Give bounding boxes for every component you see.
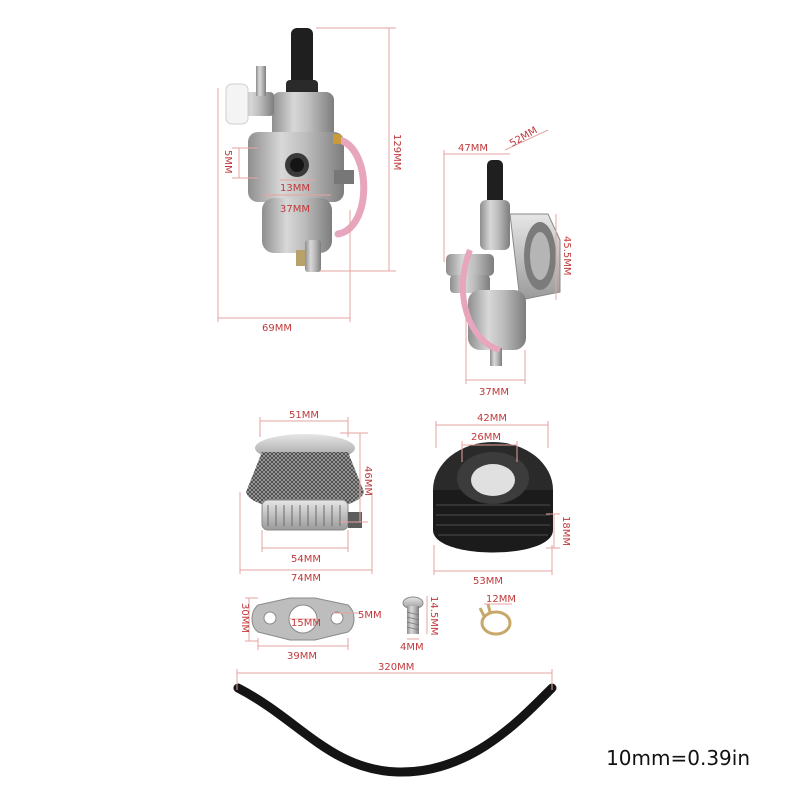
label-carb-side-47: 47MM <box>458 143 488 154</box>
label-filter-54: 54MM <box>291 554 321 565</box>
intake-adapter-dimension-lines <box>433 421 560 575</box>
label-carb-side-45: 45.5MM <box>561 236 572 276</box>
air-filter-image <box>246 434 364 531</box>
fuel-hose-image <box>233 683 557 777</box>
carburetor-front-image <box>225 28 368 272</box>
label-filter-74: 74MM <box>291 573 321 584</box>
bolt-dimension-lines <box>407 596 428 640</box>
label-adapter-18: 18MM <box>560 516 571 546</box>
label-carb-front-height: 129MM <box>391 134 402 170</box>
label-bolt-4: 4MM <box>400 642 424 653</box>
label-gasket-15: 15MM <box>291 618 321 629</box>
gasket-dimension-lines <box>245 597 360 650</box>
label-adapter-26: 26MM <box>471 432 501 443</box>
hose-clip-image <box>478 603 512 636</box>
label-gasket-5: 5MM <box>358 610 382 621</box>
hose-dimension-lines <box>236 669 553 690</box>
label-clip-12: 12MM <box>486 594 516 605</box>
label-carb-front-5: 5MM <box>222 150 233 174</box>
carburetor-side-image <box>446 160 561 366</box>
label-adapter-53: 53MM <box>473 576 503 587</box>
label-hose-320: 320MM <box>378 662 414 673</box>
label-bolt-14: 14.5MM <box>428 596 439 636</box>
intake-adapter-image <box>433 442 553 553</box>
unit-conversion-note: 10mm=0.39in <box>606 746 750 770</box>
label-carb-front-13: 13MM <box>280 183 310 194</box>
label-gasket-30: 30MM <box>239 603 250 633</box>
label-gasket-39: 39MM <box>287 651 317 662</box>
label-carb-side-52: 52MM <box>508 125 539 150</box>
air-filter-dimension-lines <box>239 417 373 574</box>
bolt-image <box>402 596 424 634</box>
label-adapter-42: 42MM <box>477 413 507 424</box>
carburetor-front-dimension-lines <box>217 27 396 322</box>
carburetor-side-dimension-lines <box>443 129 557 384</box>
label-carb-front-37: 37MM <box>280 204 310 215</box>
label-filter-46: 46MM <box>362 466 373 496</box>
label-carb-side-37: 37MM <box>479 387 509 398</box>
label-carb-front-width: 69MM <box>262 323 292 334</box>
label-filter-51: 51MM <box>289 410 319 421</box>
